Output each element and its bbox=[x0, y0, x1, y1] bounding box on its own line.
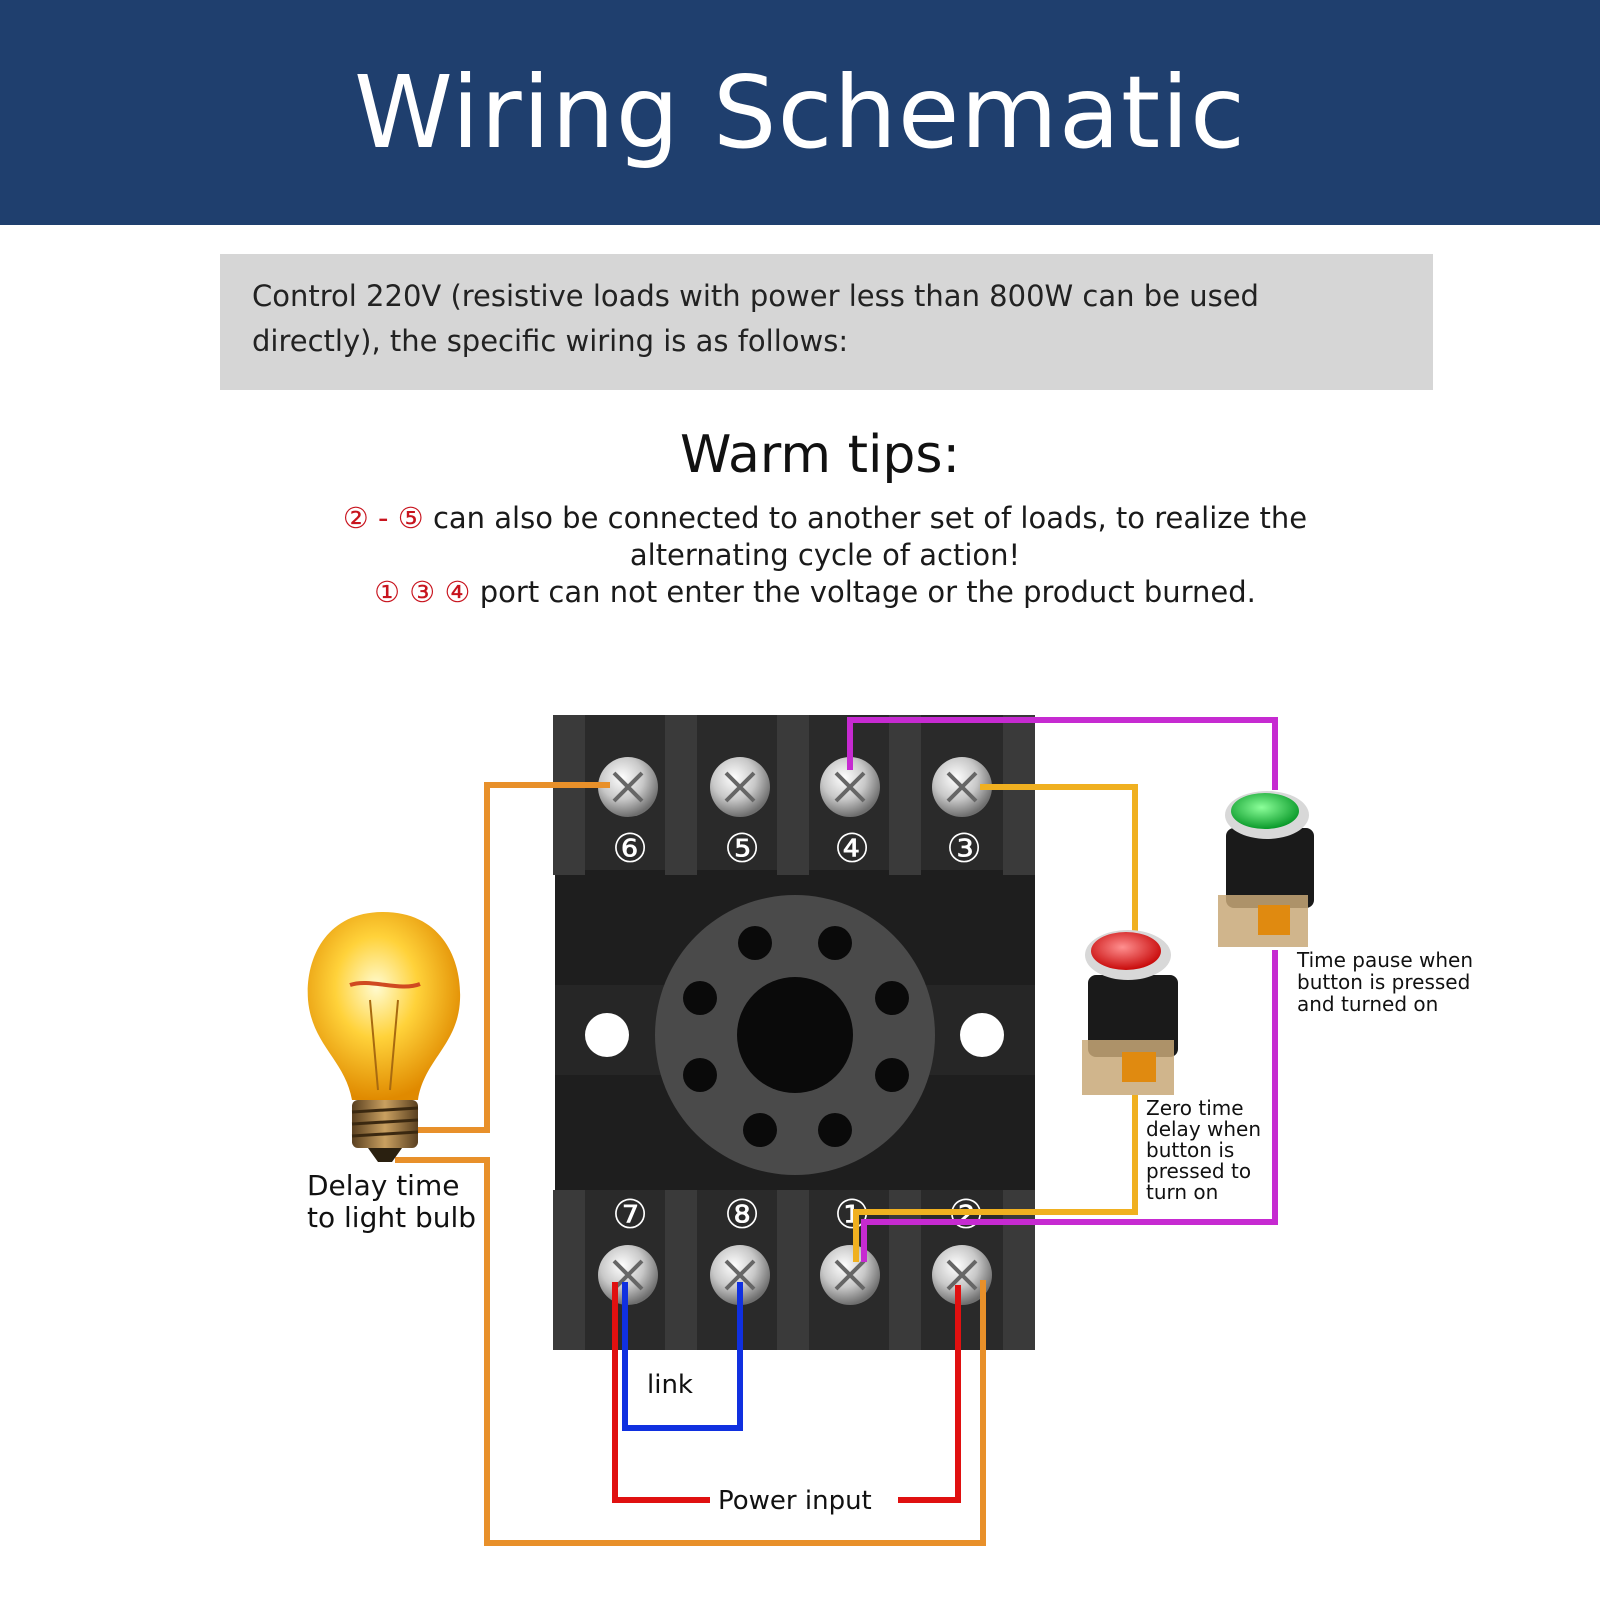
screw-4 bbox=[820, 757, 880, 817]
wire-link-7-8 bbox=[622, 1282, 743, 1431]
link-label: link bbox=[647, 1370, 693, 1400]
mounting-hole bbox=[585, 1013, 629, 1057]
header-banner: Wiring Schematic bbox=[0, 0, 1600, 225]
red-push-button bbox=[1082, 930, 1178, 1095]
screw-1 bbox=[820, 1245, 880, 1305]
screw-2 bbox=[932, 1245, 992, 1305]
wire-green-button-to-1 bbox=[861, 950, 1278, 1262]
top-terminal-labels: ⑥ ⑤ ④ ③ bbox=[612, 826, 982, 872]
red-label-line-1: Zero time bbox=[1146, 1096, 1244, 1120]
note-line-2: directly), the specific wiring is as fol… bbox=[252, 324, 849, 358]
light-bulb bbox=[307, 912, 461, 1162]
green-label-line-3: and turned on bbox=[1297, 992, 1438, 1016]
terminal-label-4: ④ bbox=[834, 826, 870, 872]
green-label-line-1: Time pause when bbox=[1296, 948, 1473, 972]
tips-title: Warm tips: bbox=[679, 425, 961, 485]
mounting-hole bbox=[960, 1013, 1004, 1057]
tip-line-1: ② - ⑤ can also be connected to another s… bbox=[0, 500, 1600, 536]
tip-line-2: alternating cycle of action! bbox=[629, 538, 1021, 572]
screw-6 bbox=[598, 757, 658, 817]
wiring-diagram: ⑥ ⑤ ④ ③ ⑦ ⑧ ① ② bbox=[307, 715, 1473, 1546]
tip-text-3: port can not enter the voltage or the pr… bbox=[470, 575, 1256, 609]
tip-marker-2-5: ② - ⑤ bbox=[342, 501, 424, 535]
relay-socket bbox=[553, 715, 1035, 1350]
tip-marker-1-3-4: ① ③ ④ bbox=[374, 575, 471, 609]
top-screws bbox=[598, 757, 992, 817]
terminal-label-7: ⑦ bbox=[612, 1192, 648, 1238]
terminal-label-5: ⑤ bbox=[724, 826, 760, 872]
wire-power-left bbox=[612, 1282, 710, 1503]
terminal-label-8: ⑧ bbox=[724, 1192, 760, 1238]
page-title: Wiring Schematic bbox=[353, 54, 1247, 171]
screw-3 bbox=[932, 757, 992, 817]
red-label-line-2: delay when bbox=[1146, 1117, 1261, 1141]
power-input-label: Power input bbox=[718, 1486, 872, 1516]
wire-power-right bbox=[898, 1285, 961, 1503]
tip-line-3: ① ③ ④ port can not enter the voltage or … bbox=[0, 574, 1600, 610]
note-line-1: Control 220V (resistive loads with power… bbox=[252, 279, 1259, 313]
terminal-label-3: ③ bbox=[946, 826, 982, 872]
red-label-line-5: turn on bbox=[1146, 1180, 1218, 1204]
green-label-line-2: button is pressed bbox=[1297, 970, 1470, 994]
wire-bulb-to-6 bbox=[415, 782, 610, 1133]
tip-text-1: can also be connected to another set of … bbox=[423, 501, 1308, 535]
terminal-label-6: ⑥ bbox=[612, 826, 648, 872]
red-label-line-4: pressed to bbox=[1146, 1159, 1251, 1183]
wire-red-button-to-1 bbox=[853, 1095, 1138, 1262]
screw-5 bbox=[710, 757, 770, 817]
wire-bulb-to-2 bbox=[395, 1157, 986, 1546]
bulb-label-line-1: Delay time bbox=[307, 1169, 459, 1202]
instruction-note: Control 220V (resistive loads with power… bbox=[220, 254, 1433, 390]
bulb-label-line-2: to light bulb bbox=[307, 1201, 476, 1234]
screw-8 bbox=[710, 1245, 770, 1305]
wire-3-to-red-button bbox=[980, 784, 1138, 940]
red-label-line-3: button is bbox=[1146, 1138, 1234, 1162]
wire-4-to-green-button bbox=[847, 717, 1278, 790]
green-push-button bbox=[1218, 791, 1314, 947]
